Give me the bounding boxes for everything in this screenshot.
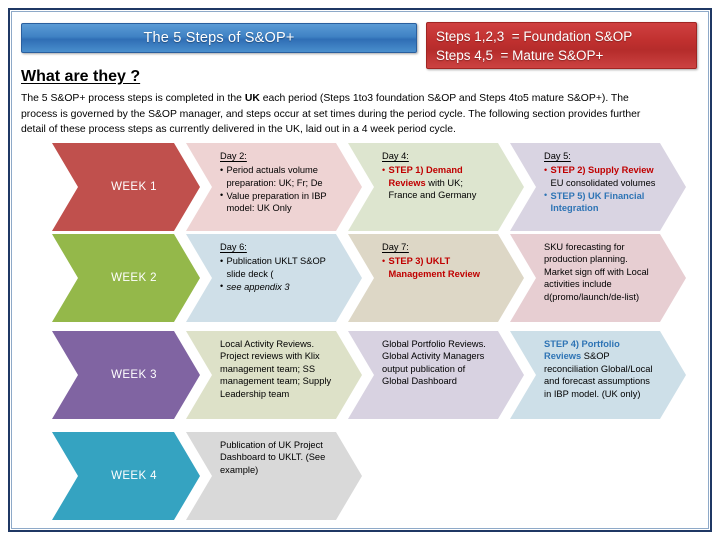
activity-chevron-body: Day 5: STEP 2) Supply Review EU consolida… (544, 150, 656, 215)
step-emphasis: STEP 5) UK Financial Integration (550, 190, 645, 214)
activity-chevron-body: Local Activity Reviews. Project reviews … (220, 338, 332, 400)
paragraph-part-2: each period (Steps 1to3 foundation S&OP … (21, 93, 641, 136)
bullet-text: Publication UKLT S&OP slide deck ( (226, 256, 326, 279)
activity-paragraph: STEP 4) Portfolio Reviews S&OP reconcili… (544, 338, 656, 400)
activity-paragraph: Global Portfolio Reviews. Global Activit… (382, 338, 494, 388)
activity-chevron-w3-2[interactable]: Global Portfolio Reviews. Global Activit… (348, 331, 524, 419)
activity-chevron-body: Day 2: Period actuals volume preparation:… (220, 150, 332, 215)
week-chevron-1[interactable]: WEEK 1 (52, 143, 200, 231)
activity-chevron-body: SKU forecasting for production planning.… (544, 241, 656, 303)
activity-chevron-body: Publication of UK Project Dashboard to U… (220, 439, 332, 476)
day-label: Day 7: (382, 242, 409, 252)
activity-chevron-w3-3[interactable]: STEP 4) Portfolio Reviews S&OP reconcili… (510, 331, 686, 419)
legend-line-foundation: Steps 1,2,3 = Foundation S&OP (436, 29, 633, 44)
activity-paragraph: SKU forecasting for production planning.… (544, 241, 656, 303)
paragraph-text: S&OP reconciliation Global/Local and for… (544, 351, 653, 399)
activity-chevron-w1-3[interactable]: Day 5: STEP 2) Supply Review EU consolida… (510, 143, 686, 231)
paragraph-text: Global Portfolio Reviews. Global Activit… (382, 339, 486, 387)
activity-paragraph: Local Activity Reviews. Project reviews … (220, 338, 332, 400)
title-banner-text: The 5 Steps of S&OP+ (143, 30, 295, 46)
day-label: Day 2: (220, 151, 247, 161)
day-label: Day 6: (220, 242, 247, 252)
day-label: Day 4: (382, 151, 409, 161)
paragraph-uk-emphasis: UK (244, 93, 260, 104)
day-label: Day 5: (544, 151, 571, 161)
activity-bullet-item: STEP 3) UKLT Management Review (382, 255, 494, 280)
bullet-text: EU consolidated volumes (550, 177, 656, 188)
activity-bullet-list: STEP 3) UKLT Management Review (382, 255, 494, 280)
section-heading: What are they ? (21, 68, 141, 85)
activity-bullet-item: Period actuals volume preparation: UK; F… (220, 164, 332, 189)
bullet-text: see appendix 3 (226, 281, 290, 292)
title-banner: The 5 Steps of S&OP+ (21, 23, 417, 53)
step-emphasis: STEP 2) Supply Review (550, 165, 654, 176)
activity-chevron-w2-1[interactable]: Day 6: Publication UKLT S&OP slide deck (… (186, 234, 362, 322)
bullet-text: Value preparation in IBP model: UK Only (226, 190, 327, 214)
step-emphasis: STEP 1) Demand Reviews (388, 165, 463, 188)
activity-chevron-w1-2[interactable]: Day 4: STEP 1) Demand Reviews with UK; Fr… (348, 143, 524, 231)
week-chevron-label: WEEK 3 (111, 369, 157, 381)
activity-bullet-item: STEP 2) Supply Review EU consolidated vo… (544, 164, 656, 189)
intro-paragraph: The 5 S&OP+ process steps is completed i… (21, 91, 663, 138)
activity-chevron-w2-2[interactable]: Day 7: STEP 3) UKLT Management Review (348, 234, 524, 322)
bullet-text: Period actuals volume preparation: UK; F… (226, 165, 323, 188)
week-chevron-label: WEEK 1 (111, 181, 157, 193)
activity-bullet-item: Value preparation in IBP model: UK Only (220, 190, 332, 215)
activity-bullet-item: Publication UKLT S&OP slide deck ( (220, 255, 332, 280)
activity-bullet-list: Publication UKLT S&OP slide deck ( see ap… (220, 255, 332, 293)
activity-chevron-w4-1[interactable]: Publication of UK Project Dashboard to U… (186, 432, 362, 520)
activity-bullet-list: STEP 2) Supply Review EU consolidated vo… (544, 164, 656, 214)
bullet-text: with UK; France and Germany (388, 177, 477, 201)
week-chevron-label: WEEK 4 (111, 470, 157, 482)
activity-chevron-body: Day 7: STEP 3) UKLT Management Review (382, 241, 494, 281)
activity-bullet-item: STEP 1) Demand Reviews with UK; France a… (382, 164, 494, 201)
activity-bullet-list: Period actuals volume preparation: UK; F… (220, 164, 332, 214)
step-emphasis: STEP 3) UKLT Management Review (388, 256, 480, 279)
activity-chevron-body: Day 6: Publication UKLT S&OP slide deck (… (220, 241, 332, 294)
week-chevron-label: WEEK 2 (111, 272, 157, 284)
activity-chevron-body: STEP 4) Portfolio Reviews S&OP reconcili… (544, 338, 656, 400)
legend-banner: Steps 1,2,3 = Foundation S&OP Steps 4,5 … (426, 22, 697, 69)
paragraph-part-1: The 5 S&OP+ process steps is completed i… (21, 93, 245, 104)
paragraph-text: SKU forecasting for production planning.… (544, 242, 649, 302)
paragraph-text: Local Activity Reviews. Project reviews … (220, 339, 332, 399)
activity-chevron-w3-1[interactable]: Local Activity Reviews. Project reviews … (186, 331, 362, 419)
activity-paragraph: Publication of UK Project Dashboard to U… (220, 439, 332, 476)
legend-line-mature: Steps 4,5 = Mature S&OP+ (436, 48, 604, 63)
activity-bullet-item: STEP 5) UK Financial Integration (544, 190, 656, 215)
activity-chevron-body: Day 4: STEP 1) Demand Reviews with UK; Fr… (382, 150, 494, 202)
step-emphasis: STEP 4) Portfolio Reviews (544, 339, 620, 362)
activity-bullet-item: see appendix 3 (220, 281, 332, 293)
activity-bullet-list: STEP 1) Demand Reviews with UK; France a… (382, 164, 494, 201)
activity-chevron-w2-3[interactable]: SKU forecasting for production planning.… (510, 234, 686, 322)
paragraph-text: Publication of UK Project Dashboard to U… (220, 440, 326, 475)
activity-chevron-body: Global Portfolio Reviews. Global Activit… (382, 338, 494, 388)
activity-chevron-w1-1[interactable]: Day 2: Period actuals volume preparation:… (186, 143, 362, 231)
